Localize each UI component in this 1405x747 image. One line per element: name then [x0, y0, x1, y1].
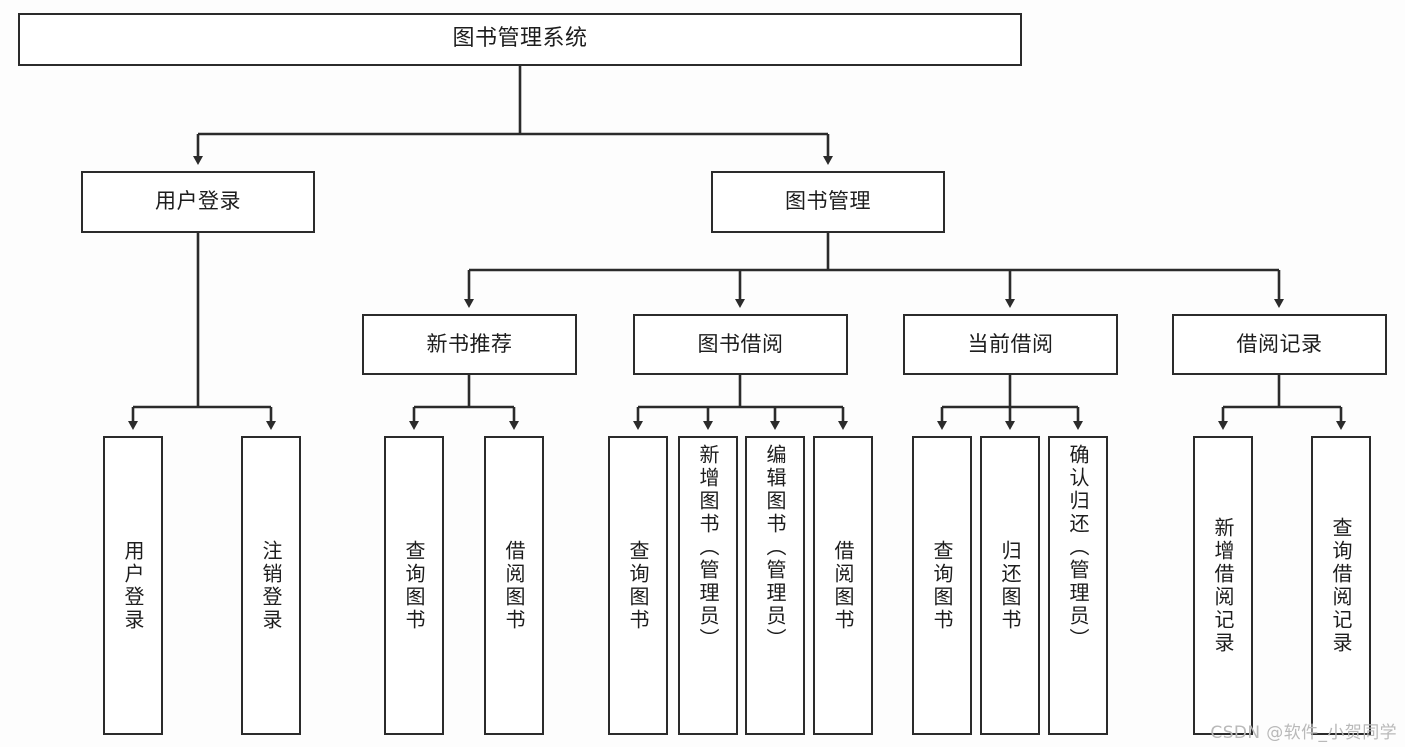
node-label-leaf-borrow-book-1: 借阅图书 — [502, 539, 526, 632]
node-label-root: 图书管理系统 — [452, 26, 588, 52]
node-label-leaf-query-book-2: 查询图书 — [626, 539, 650, 632]
node-leaf-edit-book-admin[interactable]: 编辑图书（管理员） — [745, 436, 805, 735]
node-label-current-borrow: 当前借阅 — [967, 331, 1054, 356]
node-current-borrow[interactable]: 当前借阅 — [903, 314, 1118, 375]
node-leaf-query-book-1[interactable]: 查询图书 — [384, 436, 444, 735]
node-label-leaf-edit-book-admin: 编辑图书（管理员） — [763, 444, 787, 651]
node-label-leaf-borrow-book-2: 借阅图书 — [831, 539, 855, 632]
node-label-leaf-return-book: 归还图书 — [998, 539, 1022, 632]
node-label-book-borrow: 图书借阅 — [697, 331, 784, 356]
node-leaf-user-login[interactable]: 用户登录 — [103, 436, 163, 735]
watermark-text: CSDN @软件_小贺同学 — [1210, 723, 1397, 743]
node-leaf-borrow-book-1[interactable]: 借阅图书 — [484, 436, 544, 735]
node-label-user-login: 用户登录 — [155, 189, 241, 214]
node-root[interactable]: 图书管理系统 — [18, 13, 1022, 66]
node-leaf-add-borrow-record[interactable]: 新增借阅记录 — [1193, 436, 1253, 735]
node-leaf-logout[interactable]: 注销登录 — [241, 436, 301, 735]
node-leaf-borrow-book-2[interactable]: 借阅图书 — [813, 436, 873, 735]
node-label-leaf-add-borrow-record: 新增借阅记录 — [1211, 516, 1235, 655]
node-new-book-recommend[interactable]: 新书推荐 — [362, 314, 577, 375]
node-leaf-add-book-admin[interactable]: 新增图书（管理员） — [678, 436, 738, 735]
node-label-leaf-confirm-return-admin: 确认归还（管理员） — [1066, 444, 1090, 651]
node-label-new-book-recommend: 新书推荐 — [426, 331, 513, 356]
node-leaf-query-book-3[interactable]: 查询图书 — [912, 436, 972, 735]
node-book-manage[interactable]: 图书管理 — [711, 171, 945, 233]
node-leaf-query-borrow-record[interactable]: 查询借阅记录 — [1311, 436, 1371, 735]
node-label-leaf-add-book-admin: 新增图书（管理员） — [696, 444, 720, 651]
node-label-leaf-logout: 注销登录 — [259, 539, 283, 632]
node-leaf-return-book[interactable]: 归还图书 — [980, 436, 1040, 735]
node-label-leaf-user-login: 用户登录 — [121, 539, 145, 632]
node-label-leaf-query-book-3: 查询图书 — [930, 539, 954, 632]
node-label-book-manage: 图书管理 — [785, 189, 871, 214]
node-book-borrow[interactable]: 图书借阅 — [633, 314, 848, 375]
node-leaf-confirm-return-admin[interactable]: 确认归还（管理员） — [1048, 436, 1108, 735]
node-user-login[interactable]: 用户登录 — [81, 171, 315, 233]
node-label-borrow-record: 借阅记录 — [1236, 331, 1323, 356]
node-leaf-query-book-2[interactable]: 查询图书 — [608, 436, 668, 735]
node-borrow-record[interactable]: 借阅记录 — [1172, 314, 1387, 375]
node-label-leaf-query-book-1: 查询图书 — [402, 539, 426, 632]
node-label-leaf-query-borrow-record: 查询借阅记录 — [1329, 516, 1353, 655]
